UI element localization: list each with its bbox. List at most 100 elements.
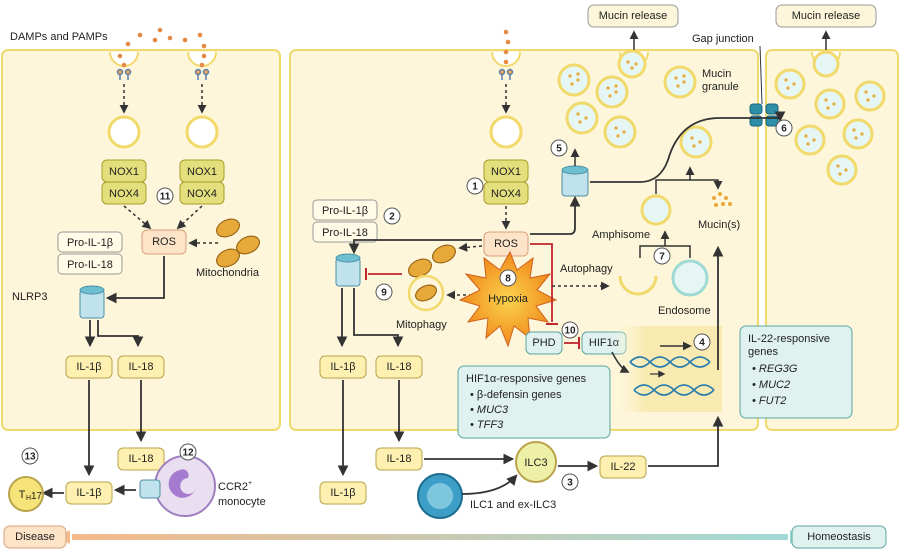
il22-label: IL-22 — [610, 461, 635, 473]
disease-box — [3, 525, 67, 549]
svg-text:3: 3 — [567, 478, 573, 489]
ilc3-label: ILC3 — [524, 457, 547, 469]
hypoxia-label: Hypoxia — [488, 293, 529, 305]
nlrp3-label: NLRP3 — [12, 291, 47, 303]
mitochondria-icon — [216, 218, 260, 268]
mitophagy-label: Mitophagy — [396, 319, 447, 331]
nox4-label: NOX4 — [491, 188, 521, 200]
damps-pamps-label: DAMPs and PAMPs — [10, 31, 108, 43]
il1b-label: IL-1β — [76, 487, 101, 499]
pro-il18-label: Pro-IL-18 — [67, 259, 113, 271]
homeostasis-box — [791, 525, 887, 549]
svg-text:9: 9 — [381, 288, 387, 299]
mucin-release-box — [775, 4, 877, 28]
mucin-release-box — [587, 4, 679, 28]
mucin-granule-icon — [557, 49, 713, 159]
il18-label: IL-18 — [128, 361, 153, 373]
il1b-box — [319, 481, 367, 505]
il1b-label: IL-1β — [76, 361, 101, 373]
amphisome-icon — [640, 194, 672, 226]
ros-box-middle — [483, 231, 529, 257]
nox1-label: NOX1 — [187, 166, 217, 178]
endosome-label: Endosome — [658, 305, 711, 317]
hypoxia-burst-icon — [458, 250, 558, 348]
svg-text:11: 11 — [160, 192, 171, 203]
il18-box — [117, 355, 165, 379]
ros-label: ROS — [152, 236, 176, 248]
mucin-release-label: Mucin release — [792, 10, 860, 22]
il1b-box — [319, 355, 367, 379]
il18-box — [375, 447, 423, 471]
phd-box — [525, 331, 563, 355]
hif1a-genes-box — [457, 365, 611, 439]
nox4-label: NOX4 — [187, 188, 217, 200]
autophagosome-icon — [618, 275, 658, 296]
svg-text:7: 7 — [659, 252, 665, 263]
svg-text:4: 4 — [699, 338, 705, 349]
monocyte-cell-icon — [154, 455, 216, 517]
svg-text:13: 13 — [24, 452, 36, 463]
nlrp3-inflammasome-icon — [335, 253, 361, 287]
il22-gene-item: • REG3G — [752, 363, 798, 375]
pro-il18-label: Pro-IL-18 — [322, 227, 368, 239]
pro-il1b-label: Pro-IL-1β — [322, 205, 368, 217]
nox-complex-mid-left — [179, 159, 225, 205]
homeostasis-label: Homeostasis — [807, 531, 871, 543]
ilc1-label: ILC1 and ex-ILC3 — [470, 499, 556, 511]
mucin-granule-dots — [568, 60, 702, 148]
dna-icon — [629, 356, 715, 396]
ros-box-left — [141, 229, 187, 255]
hif1a-genes-title: HIF1α-responsive genes — [466, 373, 587, 385]
mucin-granule-dots — [784, 78, 876, 176]
nox-complex-left — [101, 159, 147, 205]
disease-homeostasis-gradient — [72, 534, 788, 540]
ccr2-receptor-icon — [139, 479, 161, 499]
svg-text:6: 6 — [781, 124, 787, 135]
svg-text:12: 12 — [182, 448, 194, 459]
nox4-label: NOX4 — [109, 188, 139, 200]
il1b-box — [65, 481, 113, 505]
mucins-label: Mucin(s) — [698, 219, 740, 231]
autophagosome-icon — [407, 274, 445, 312]
il22-gene-item: • FUT2 — [752, 395, 786, 407]
svg-text:2: 2 — [389, 212, 395, 223]
il1b-label: IL-1β — [330, 361, 355, 373]
pro-il1b-box — [312, 199, 378, 221]
svg-text:10: 10 — [564, 326, 576, 337]
il18-label: IL-18 — [386, 453, 411, 465]
il22-genes-box — [739, 325, 853, 419]
disease-label: Disease — [15, 531, 55, 543]
nlrp3-inflammasome-icon — [79, 285, 105, 319]
svg-text:8: 8 — [505, 274, 511, 285]
amphisome-label: Amphisome — [592, 229, 650, 241]
nox-complex-middle — [483, 159, 529, 205]
step-number-badges: 1 2 3 4 5 6 7 8 9 10 11 12 13 — [21, 119, 793, 491]
mucin-release-label: Mucin release — [599, 10, 667, 22]
ros-label: ROS — [494, 238, 518, 250]
endosome-icon — [671, 259, 709, 297]
nox1-label: NOX1 — [109, 166, 139, 178]
th17-subscript: H — [26, 495, 31, 502]
mitochondria-label: Mitochondria — [196, 267, 260, 279]
il1b-label: IL-1β — [330, 487, 355, 499]
il1b-box — [65, 355, 113, 379]
th17-label: T — [19, 489, 26, 501]
mucin-cluster-icon — [712, 192, 732, 207]
svg-text:1: 1 — [472, 182, 478, 193]
nox1-label: NOX1 — [491, 166, 521, 178]
mitochondria-icon — [408, 244, 456, 302]
il18-box — [117, 447, 165, 471]
gap-junction-label: Gap junction — [692, 33, 754, 45]
pro-il18-box — [57, 253, 123, 275]
il18-label: IL-18 — [128, 453, 153, 465]
hif1a-gene-item: • MUC3 — [470, 404, 509, 416]
hif1a-gene-item: • β-defensin genes — [470, 389, 562, 401]
pro-il1b-label: Pro-IL-1β — [67, 237, 113, 249]
hif1a-gene-item: • TFF3 — [470, 419, 504, 431]
il18-box — [375, 355, 423, 379]
mucin-granule-icon — [774, 50, 886, 186]
th17-number: 17 — [31, 491, 43, 502]
